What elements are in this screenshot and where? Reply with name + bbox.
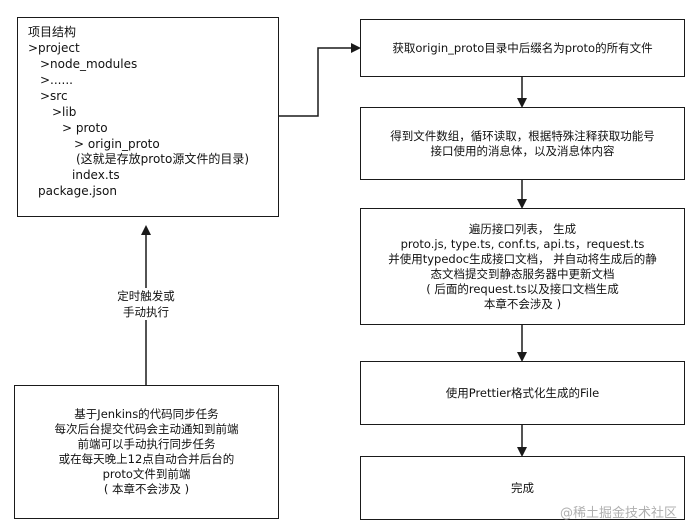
structure-title: 项目结构 <box>28 25 77 39</box>
jenkins-sync-box: 基于Jenkins的代码同步任务 每次后台提交代码会主动通知到前端 前端可以手动… <box>14 385 279 519</box>
step-prettier-format: 使用Prettier格式化生成的File <box>360 361 685 425</box>
project-structure-box: 项目结构 >project >node_modules >...... >src… <box>17 17 279 217</box>
step-generate-files: 遍历接口列表， 生成 proto.js, type.ts, conf.ts, a… <box>360 208 685 325</box>
step-done: 完成 <box>360 456 685 520</box>
watermark: @稀土掘金技术社区 <box>560 506 678 521</box>
step3-line: ( 后面的request.ts以及接口文档生成 <box>426 281 619 296</box>
jenkins-line: 基于Jenkins的代码同步任务 <box>74 407 219 421</box>
trigger-label: 定时触发或 手动执行 <box>108 288 184 320</box>
tree-item-project: >project <box>28 41 80 55</box>
step-collect-proto-files: 获取origin_proto目录中后缀名为proto的所有文件 <box>360 19 685 77</box>
arrow-structure-to-step1 <box>279 43 361 117</box>
step5-line: 完成 <box>511 480 534 495</box>
tree-item-ellipsis: >...... <box>40 73 73 87</box>
tree-item-node-modules: >node_modules <box>40 57 138 71</box>
trigger-label-line1: 定时触发或 <box>117 289 175 303</box>
tree-item-origin-proto: > origin_proto <box>74 137 160 151</box>
step-parse-files: 得到文件数组，循环读取，根据特殊注释获取功能号 接口使用的消息体，以及消息体内容 <box>360 107 685 180</box>
tree-item-src: >src <box>40 89 68 103</box>
step3-line: 并使用typedoc生成接口文档， 并自动将生成后的静 <box>388 251 657 266</box>
jenkins-line: 每次后台提交代码会主动通知到前端 <box>54 422 239 436</box>
step3-line: 本章不会涉及 ) <box>483 296 562 311</box>
step3-line: 态文档提交到静态服务器中更新文档 <box>430 266 615 281</box>
jenkins-line: ( 本章不会涉及 ) <box>103 482 190 496</box>
step2-line: 得到文件数组，循环读取，根据特殊注释获取功能号 <box>390 128 655 143</box>
jenkins-line: proto文件到前端 <box>102 467 191 481</box>
step3-line: proto.js, type.ts, conf.ts, api.ts，reque… <box>400 236 645 251</box>
tree-item-lib: >lib <box>52 105 77 119</box>
step3-line: 遍历接口列表， 生成 <box>468 221 577 236</box>
tree-item-origin-proto-note: (这就是存放proto源文件的目录) <box>76 152 250 166</box>
tree-item-index-ts: index.ts <box>72 168 120 182</box>
jenkins-line: 或在每天晚上12点自动合并后台的 <box>58 452 235 466</box>
step1-line: 获取origin_proto目录中后缀名为proto的所有文件 <box>392 40 653 55</box>
jenkins-line: 前端可以手动执行同步任务 <box>77 437 216 451</box>
tree-item-package-json: package.json <box>38 184 118 198</box>
tree-item-proto: > proto <box>62 121 108 135</box>
step4-line: 使用Prettier格式化生成的File <box>445 385 600 400</box>
trigger-label-line2: 手动执行 <box>123 305 169 319</box>
step2-line: 接口使用的消息体，以及消息体内容 <box>430 143 615 158</box>
